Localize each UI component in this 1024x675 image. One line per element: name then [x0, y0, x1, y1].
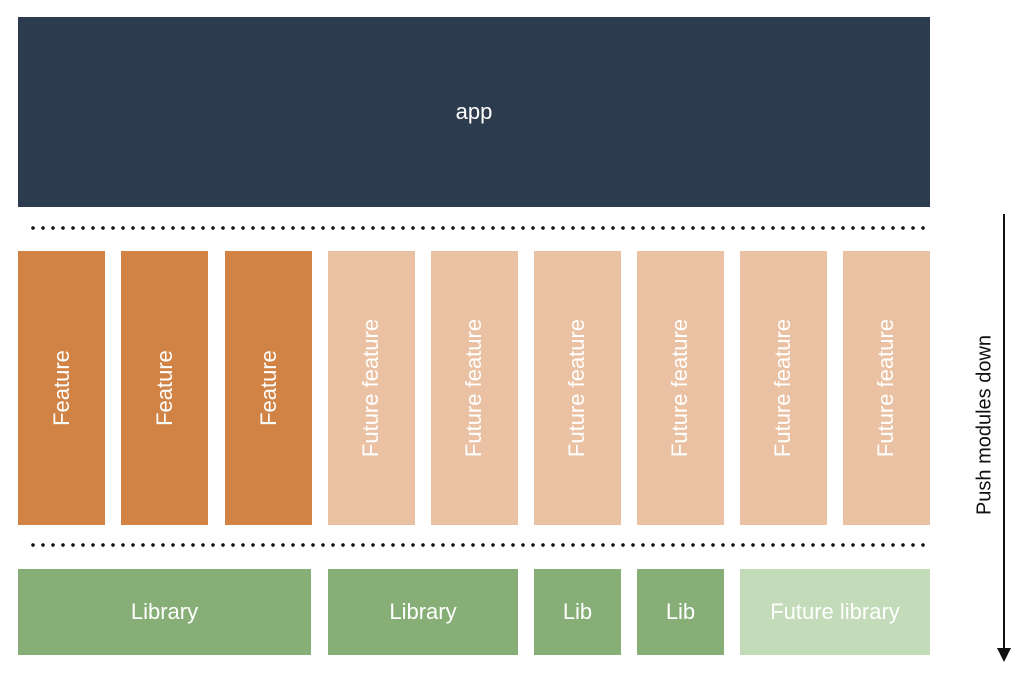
library-module-label: Library [389, 599, 457, 624]
future-feature-module: Future feature [328, 251, 415, 525]
library-module: Library [328, 569, 518, 655]
feature-module-label: Feature [255, 350, 281, 426]
lib-module-label: Lib [665, 599, 696, 624]
library-module-label: Library [130, 599, 199, 624]
future-feature-module-label: Future feature [564, 318, 590, 458]
app-label: app [455, 99, 493, 124]
arrow-down-icon [997, 648, 1011, 662]
feature-module-label: Feature [48, 350, 74, 426]
lib-module: Lib [534, 569, 621, 655]
push-down-label: Push modules down [973, 334, 996, 516]
lib-module-label: Lib [562, 599, 593, 624]
future-feature-module-label: Future feature [358, 318, 384, 458]
future-feature-module: Future feature [534, 251, 621, 525]
future-feature-module: Future feature [431, 251, 518, 525]
feature-module: Feature [121, 251, 208, 525]
future-feature-module-label: Future feature [770, 318, 796, 458]
separator-bottom [28, 543, 930, 547]
future-feature-module-label: Future feature [873, 318, 899, 458]
future-feature-module-label: Future feature [461, 318, 487, 458]
library-module: Library [18, 569, 311, 655]
feature-module: Feature [225, 251, 312, 525]
future-feature-module-label: Future feature [667, 318, 693, 458]
app-layer: app [18, 17, 930, 207]
future-library-module-label: Future library [770, 599, 900, 624]
future-feature-module: Future feature [843, 251, 930, 525]
lib-module: Lib [637, 569, 724, 655]
feature-module: Feature [18, 251, 105, 525]
separator-top [28, 226, 930, 230]
push-down-arrow-line [1003, 214, 1005, 650]
future-library-module: Future library [740, 569, 930, 655]
future-feature-module: Future feature [740, 251, 827, 525]
future-feature-module: Future feature [637, 251, 724, 525]
feature-module-label: Feature [151, 350, 177, 426]
